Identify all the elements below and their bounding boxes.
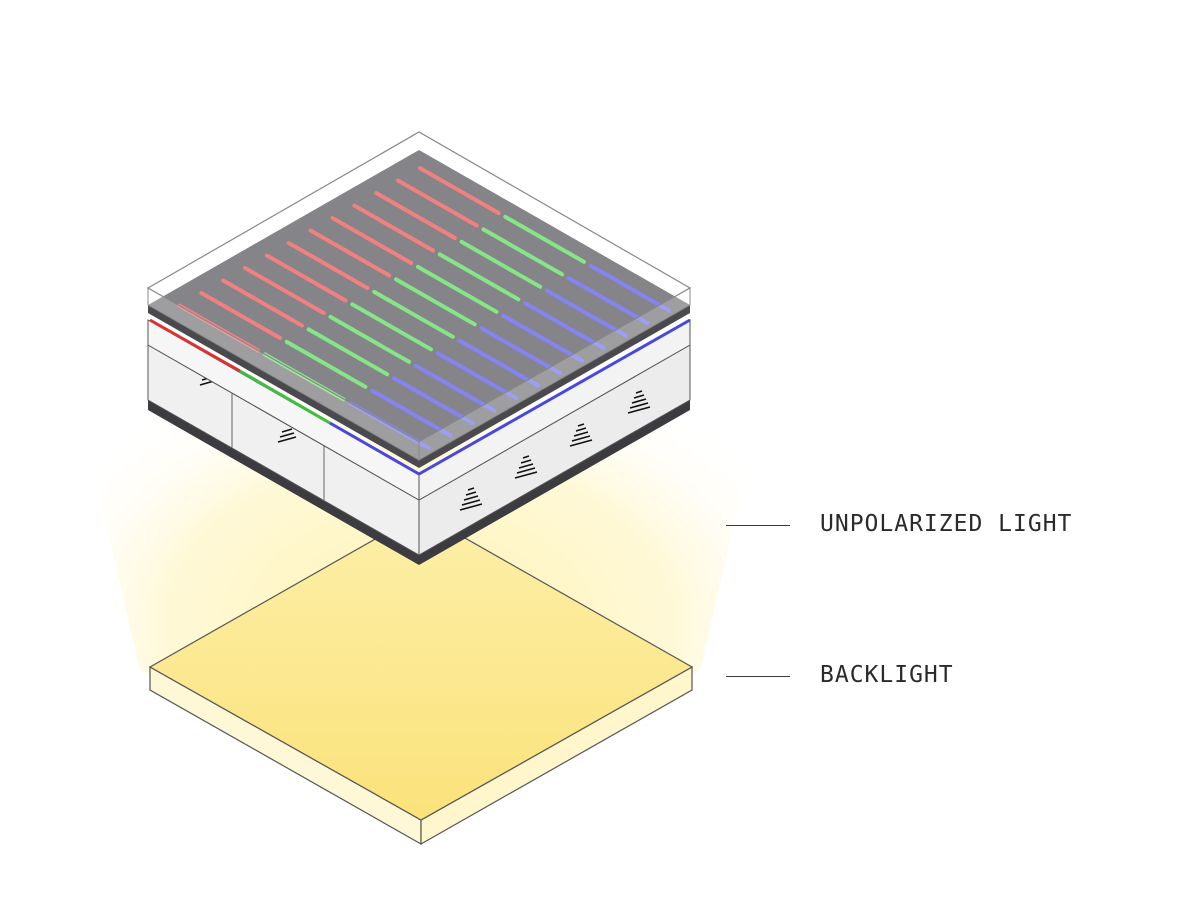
lcd-stack bbox=[146, 131, 692, 565]
red-subpixel-stripe bbox=[417, 166, 501, 215]
blue-subpixel-stripe bbox=[435, 351, 519, 401]
red-subpixel-stripe bbox=[264, 253, 348, 303]
red-subpixel-stripe bbox=[352, 203, 435, 253]
green-subpixel-stripe bbox=[328, 314, 412, 364]
green-subpixel-stripe bbox=[284, 339, 368, 389]
green-subpixel-stripe bbox=[306, 327, 390, 377]
red-subpixel-stripe bbox=[221, 278, 304, 328]
red-subpixel-stripe bbox=[286, 241, 370, 290]
green-subpixel-stripe bbox=[459, 239, 543, 289]
green-subpixel-stripe bbox=[394, 277, 477, 327]
green-subpixel-stripe bbox=[481, 227, 565, 277]
blue-subpixel-stripe bbox=[544, 288, 628, 338]
green-subpixel-stripe bbox=[372, 289, 455, 339]
blue-subpixel-stripe bbox=[370, 388, 453, 438]
blue-subpixel-stripe bbox=[457, 338, 541, 388]
blue-subpixel-stripe bbox=[479, 326, 563, 376]
blue-subpixel-stripe bbox=[501, 313, 584, 363]
red-subpixel-stripe bbox=[396, 178, 479, 228]
green-subpixel-stripe bbox=[415, 264, 499, 314]
blue-subpixel-stripe bbox=[566, 276, 650, 326]
red-subpixel-stripe bbox=[330, 216, 414, 265]
backlight-label: BACKLIGHT bbox=[820, 662, 954, 688]
blue-subpixel-stripe bbox=[588, 263, 672, 313]
top-glass-layer bbox=[146, 131, 692, 461]
red-subpixel-stripe bbox=[308, 228, 392, 278]
green-subpixel-stripe bbox=[437, 252, 521, 302]
green-subpixel-stripe bbox=[350, 302, 433, 352]
unpolarized-light-label: UNPOLARIZED LIGHT bbox=[820, 511, 1073, 537]
blue-subpixel-stripe bbox=[413, 363, 497, 413]
backlight-leader bbox=[726, 676, 790, 677]
blue-subpixel-stripe bbox=[391, 376, 475, 426]
unpolarized-light-leader bbox=[726, 525, 790, 526]
green-subpixel-stripe bbox=[503, 214, 586, 264]
red-subpixel-stripe bbox=[374, 191, 457, 240]
red-subpixel-stripe bbox=[243, 266, 326, 315]
red-subpixel-stripe bbox=[199, 291, 283, 340]
blue-subpixel-stripe bbox=[523, 301, 606, 351]
backlight-slab bbox=[148, 512, 694, 846]
